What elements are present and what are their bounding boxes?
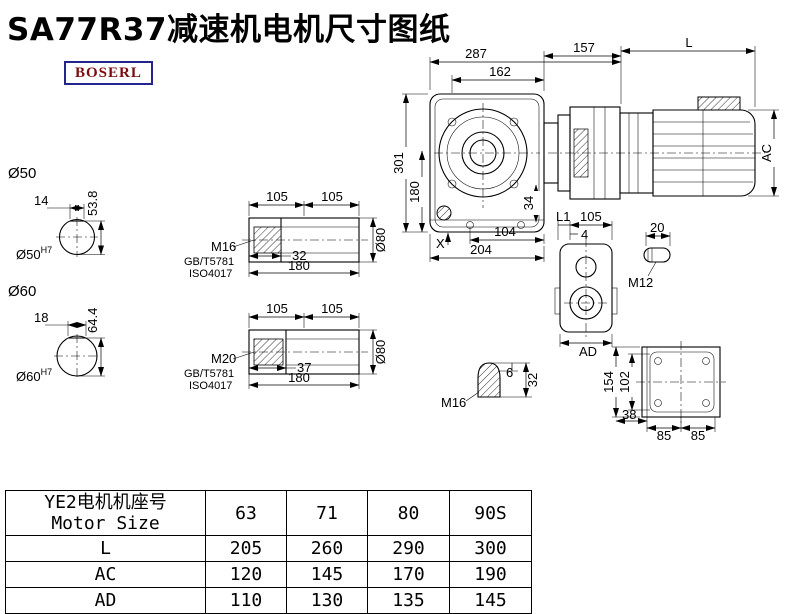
dim-180: 180 [288,258,310,273]
table-row-AC: AC 120 145 170 190 [5,561,532,588]
dim-162: 162 [489,64,511,79]
thread-m16: M16 [441,395,466,410]
row-label-L: L [5,535,206,562]
value-cell: 290 [367,535,450,562]
value-cell: 145 [286,561,368,588]
main-view-dimensions: 287 162 157 L 301 180 34 X 104 204 [391,35,780,262]
dim-dia-80: Ø80 [373,340,388,365]
dim-38: 38 [622,407,636,422]
value-cell: 260 [286,535,368,562]
dim-85-b: 85 [691,428,705,443]
shaft60-bore-label: Ø60H7 [16,367,52,384]
dim-180-main: 180 [407,181,422,203]
dim-32-cone: 32 [525,373,540,387]
dim-6: 6 [506,365,513,380]
shaft60-diameter-label: Ø60 [8,283,36,300]
dim-64-4: 64.4 [85,308,100,333]
frame-size-80: 80 [367,490,450,536]
bore-value: Ø60 [16,369,41,384]
value-cell: 120 [205,561,287,588]
hollow-shaft-detail-m20: 105 105 M20 GB/T5781 ISO4017 37 180 Ø80 [184,301,388,392]
dim-105-b: 105 [321,301,343,316]
value-cell: 300 [449,535,532,562]
bore-tolerance: H7 [41,245,53,255]
dim-L: L [685,35,692,50]
plug-detail-m16: 6 32 M16 [441,362,540,410]
dim-dia-80: Ø80 [373,228,388,253]
dim-AC: AC [759,144,774,162]
dim-L1: L1 [556,209,570,224]
dim-204: 204 [470,242,492,257]
motor-size-header-cell: YE2电机机座号 Motor Size [5,490,206,536]
motor-size-label-cn: YE2电机机座号 [44,492,167,513]
gearbox-side-view: L1 105 4 AD [554,209,618,359]
frame-size-71: 71 [286,490,368,536]
gearbox-front-view [429,93,545,233]
dim-105-b: 105 [321,189,343,204]
dim-105-a: 105 [266,189,288,204]
dim-102: 102 [617,371,632,393]
motor-side-view [543,96,770,200]
shaft50-bore-label: Ø50H7 [16,245,52,262]
brand-logo: BOSERL [64,61,153,85]
motor-size-table: YE2电机机座号 Motor Size 63 71 80 90S L 205 2… [5,490,532,614]
bore-tolerance: H7 [41,367,53,377]
dim-4: 4 [581,227,588,242]
value-cell: 130 [286,587,368,614]
value-cell: 145 [449,587,532,614]
gearbox-back-view: 154 102 38 85 85 [601,341,726,443]
motor-size-label-en: Motor Size [51,513,160,534]
dim-154: 154 [601,371,616,393]
value-cell: 135 [367,587,450,614]
dim-301: 301 [391,152,406,174]
table-header-row: YE2电机机座号 Motor Size 63 71 80 90S [5,490,532,536]
dim-287: 287 [465,46,487,61]
plug-detail-m12: 20 M12 [628,220,671,290]
thread-m16: M16 [211,239,236,254]
value-cell: 170 [367,561,450,588]
hollow-shaft-detail-m16: 105 105 M16 GB/T5781 ISO4017 32 180 Ø80 [184,189,388,280]
brand-logo-text: BOSERL [75,65,142,81]
dim-20: 20 [650,220,664,235]
dim-105: 105 [580,209,602,224]
shaft50-diameter-label: Ø50 [8,165,36,182]
shaft-section-50: Ø50 14 53.8 Ø50H7 [8,165,105,262]
dim-keyway-14: 14 [34,193,48,208]
dim-85-a: 85 [657,428,671,443]
thread-m20: M20 [211,351,236,366]
row-label-AD: AD [5,587,206,614]
std-gbt5781: GB/T5781 [184,256,234,268]
dim-53-8: 53.8 [85,191,100,216]
dim-105-a: 105 [266,301,288,316]
technical-drawing: 287 162 157 L 301 180 34 X 104 204 [8,35,780,443]
dim-104: 104 [494,224,516,239]
dim-X: X [436,236,445,251]
thread-m12: M12 [628,275,653,290]
dim-157: 157 [573,40,595,55]
frame-size-63: 63 [205,490,287,536]
page-title: SA77R37减速机电机尺寸图纸 [7,12,451,48]
std-iso4017: ISO4017 [189,380,232,392]
std-iso4017: ISO4017 [189,268,232,280]
dim-37: 37 [297,360,311,375]
value-cell: 205 [205,535,287,562]
table-row-L: L 205 260 290 300 [5,535,532,562]
dim-34: 34 [521,196,536,210]
row-label-AC: AC [5,561,206,588]
table-row-AD: AD 110 130 135 145 [5,587,532,614]
dim-keyway-18: 18 [34,310,48,325]
std-gbt5781: GB/T5781 [184,368,234,380]
shaft-section-60: Ø60 18 64.4 Ø60H7 [8,283,105,384]
dim-180: 180 [288,370,310,385]
value-cell: 190 [449,561,532,588]
dim-AD: AD [579,344,597,359]
dim-32: 32 [292,248,306,263]
frame-size-90s: 90S [449,490,532,536]
bore-value: Ø50 [16,247,41,262]
value-cell: 110 [205,587,287,614]
